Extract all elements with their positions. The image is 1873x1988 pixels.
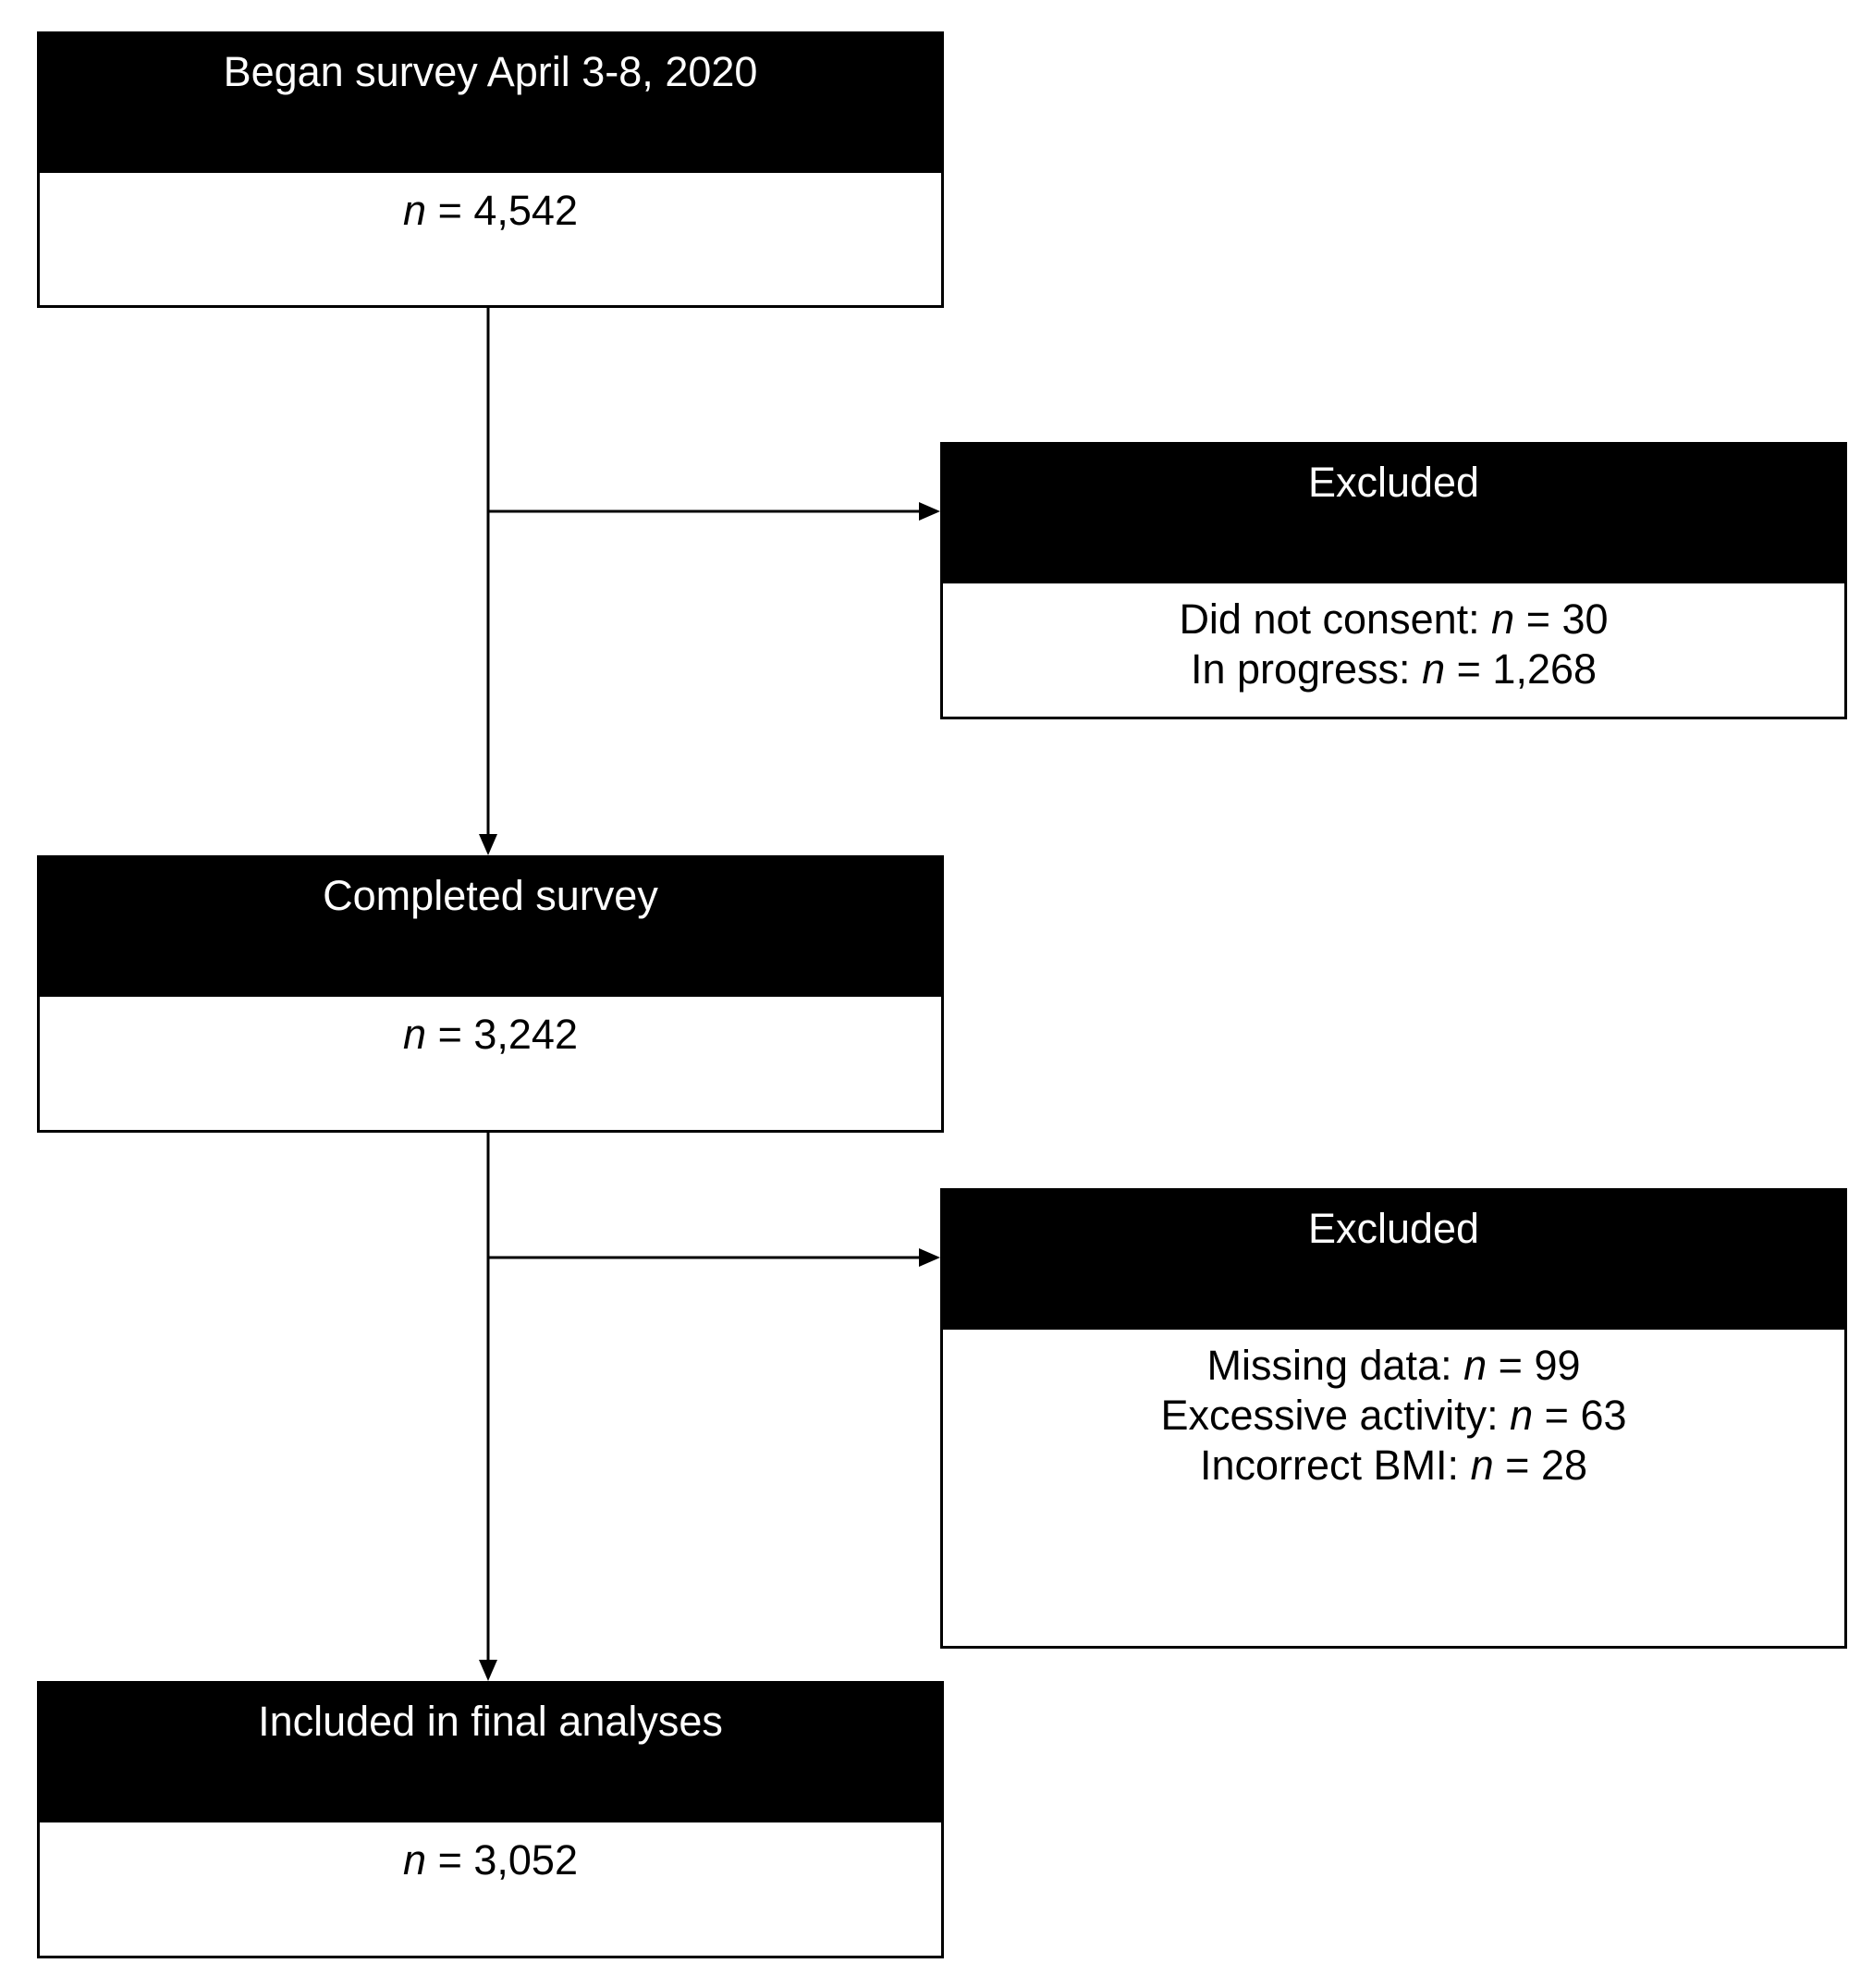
excluded-1-title: Excluded (943, 445, 1844, 583)
completed-survey-count: 3,242 (473, 1011, 578, 1058)
n-symbol: n (1422, 645, 1446, 693)
began-survey-count-area: n = 4,542 (40, 173, 941, 305)
equals-sign: = (1525, 595, 1550, 643)
completed-survey-count-line: n = 3,242 (40, 997, 941, 1060)
excluded-reason-label: Missing data: (1206, 1342, 1452, 1389)
arrow-right-excluded-2 (919, 1248, 940, 1267)
included-final-count-line: n = 3,052 (40, 1822, 941, 1885)
excluded-1-reasons: Did not consent: n = 30 In progress: n =… (943, 583, 1844, 717)
arrow-down-completed (479, 834, 497, 855)
excluded-box-2: Excluded Missing data: n = 99 Excessive … (940, 1188, 1847, 1649)
began-survey-title: Began survey April 3-8, 2020 (40, 34, 941, 173)
n-symbol: n (1510, 1392, 1534, 1439)
excluded-reason-label: Excessive activity: (1160, 1392, 1499, 1439)
completed-survey-count-area: n = 3,242 (40, 997, 941, 1130)
included-final-count: 3,052 (473, 1836, 578, 1884)
excluded-2-title: Excluded (943, 1191, 1844, 1330)
n-symbol: n (403, 1011, 427, 1058)
n-symbol: n (403, 1836, 427, 1884)
excluded-reason-count: 63 (1580, 1392, 1627, 1439)
included-final-title: Included in final analyses (40, 1684, 941, 1822)
excluded-reason-count: 1,268 (1492, 645, 1598, 693)
excluded-reason-label: Incorrect BMI: (1200, 1442, 1460, 1489)
included-final-box: Included in final analyses n = 3,052 (37, 1681, 944, 1958)
began-survey-box: Began survey April 3-8, 2020 n = 4,542 (37, 31, 944, 308)
equals-sign: = (437, 1836, 462, 1884)
excluded-2-reasons: Missing data: n = 99 Excessive activity:… (943, 1330, 1844, 1646)
excluded-reason: Missing data: n = 99 (943, 1341, 1844, 1391)
arrow-down-included (479, 1660, 497, 1681)
equals-sign: = (437, 1011, 462, 1058)
excluded-reason-count: 28 (1540, 1442, 1587, 1489)
n-symbol: n (1470, 1442, 1494, 1489)
equals-sign: = (1544, 1392, 1569, 1439)
excluded-reason: Excessive activity: n = 63 (943, 1391, 1844, 1441)
completed-survey-box: Completed survey n = 3,242 (37, 855, 944, 1133)
excluded-reason-count: 99 (1534, 1342, 1581, 1389)
included-final-count-area: n = 3,052 (40, 1822, 941, 1956)
excluded-reason: Did not consent: n = 30 (943, 595, 1844, 644)
equals-sign: = (1505, 1442, 1530, 1489)
n-symbol: n (403, 187, 427, 234)
arrow-right-excluded-1 (919, 502, 940, 521)
completed-survey-title: Completed survey (40, 858, 941, 997)
excluded-box-1: Excluded Did not consent: n = 30 In prog… (940, 442, 1847, 719)
equals-sign: = (437, 187, 462, 234)
excluded-reason-label: In progress: (1190, 645, 1411, 693)
equals-sign: = (1498, 1342, 1523, 1389)
n-symbol: n (1491, 595, 1515, 643)
began-survey-count-line: n = 4,542 (40, 173, 941, 236)
excluded-reason-label: Did not consent: (1179, 595, 1480, 643)
n-symbol: n (1463, 1342, 1487, 1389)
excluded-reason: In progress: n = 1,268 (943, 644, 1844, 694)
equals-sign: = (1456, 645, 1481, 693)
excluded-reason-count: 30 (1561, 595, 1609, 643)
excluded-reason: Incorrect BMI: n = 28 (943, 1441, 1844, 1491)
began-survey-count: 4,542 (473, 187, 578, 234)
